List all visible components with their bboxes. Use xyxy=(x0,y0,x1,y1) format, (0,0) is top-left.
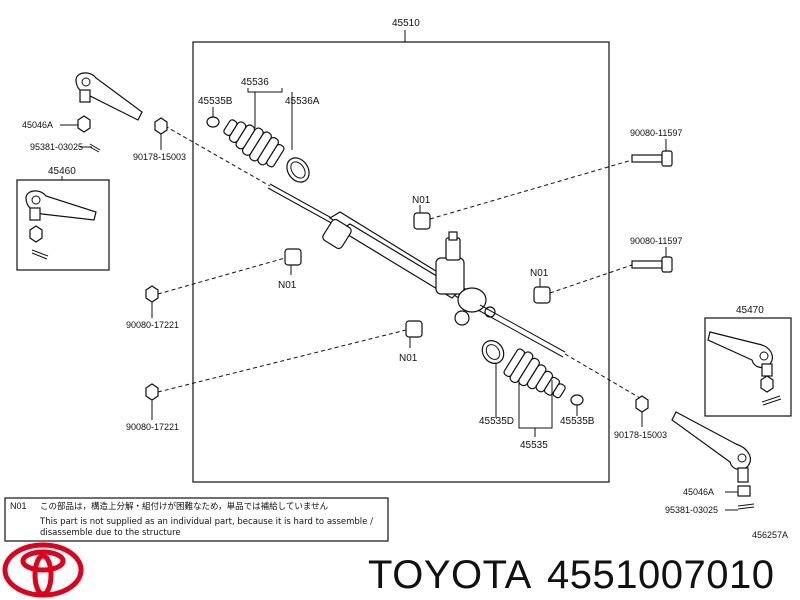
bolt-upper-right-part xyxy=(631,150,673,167)
tie-rod-end-left-part xyxy=(75,72,143,121)
boot-lower-part xyxy=(503,348,566,399)
clamp-b-lower-part xyxy=(570,394,584,406)
nut-left-low-part xyxy=(145,383,159,401)
note-english-line2: disassemble due to the structure xyxy=(40,528,181,538)
nut-right-part xyxy=(737,485,751,497)
tie-rod-end-left-box xyxy=(16,179,110,271)
brand-name: TOYOTA xyxy=(368,553,532,597)
label-n01-top: N01 xyxy=(412,195,431,206)
label-bolt-upper-right: 90080-11597 xyxy=(630,128,682,138)
clamp-a-upper-part xyxy=(286,157,310,183)
nut-left-part xyxy=(77,115,91,133)
label-bolt-mid-right: 90080-11597 xyxy=(630,236,682,246)
tie-rod-end-left-boxed-part xyxy=(25,190,97,260)
tie-rod-end-right-part xyxy=(671,411,751,483)
bushing-right xyxy=(533,286,551,304)
label-cotter-pin-right: 95381-03025 xyxy=(665,505,718,515)
tie-rod-end-right-box xyxy=(704,317,792,417)
note-japanese: この部品は，構造上分解・組付けが困難なため，単品では補給していません xyxy=(40,501,329,512)
label-boot-kit: 45536 xyxy=(241,77,269,88)
label-clamp-a-upper: 45536A xyxy=(285,96,320,107)
clamp-b-upper-part xyxy=(206,116,220,128)
tie-rod-end-right-boxed-part xyxy=(707,331,782,406)
label-nut-left: 45046A xyxy=(22,120,53,130)
label-n01-bottom: N01 xyxy=(399,353,418,364)
boot-upper-part xyxy=(223,119,285,168)
toyota-logo-icon xyxy=(2,542,84,598)
label-tie-rod-end-left-box: 45460 xyxy=(48,166,76,177)
nut-bolt-left-part xyxy=(154,117,168,135)
label-diagram-code: 456257A xyxy=(752,530,788,540)
note-code: N01 xyxy=(10,501,27,511)
note-english-line1: This part is not supplied as an individu… xyxy=(39,517,373,527)
label-nut-right: 45046A xyxy=(683,487,714,497)
label-n01-right: N01 xyxy=(530,268,549,279)
label-bolt-right-low: 90178-15003 xyxy=(614,430,667,440)
rack-assembly-frame xyxy=(192,41,610,483)
steering-rack-body xyxy=(267,183,566,358)
label-cotter-pin-left: 95381-03025 xyxy=(30,142,83,152)
bolt-mid-right-part xyxy=(631,256,673,273)
label-bolt-left-low: 90080-17221 xyxy=(126,422,179,432)
nut-bolt-right-part xyxy=(635,395,649,413)
bushing-left xyxy=(284,248,302,266)
note-box xyxy=(4,497,389,542)
label-clamp-b-lower: 45535B xyxy=(560,416,595,427)
label-clamp-b-upper: 45535B xyxy=(198,96,233,107)
clamp-d-lower-part xyxy=(481,340,505,364)
label-rack-assembly: 45510 xyxy=(392,18,420,29)
label-bolt-left: 90178-15003 xyxy=(133,152,186,162)
nut-left-mid-part xyxy=(145,285,159,303)
bushing-top xyxy=(413,212,431,230)
label-n01-left: N01 xyxy=(278,280,297,291)
label-tie-rod-end-right-box: 45470 xyxy=(736,305,764,316)
label-boot-lower: 45535 xyxy=(520,440,548,451)
label-bolt-left-mid: 90080-17221 xyxy=(126,320,179,330)
label-clamp-d-lower: 45535D xyxy=(479,416,514,427)
bushing-bottom xyxy=(405,320,423,338)
part-number: 4551007010 xyxy=(547,553,774,597)
